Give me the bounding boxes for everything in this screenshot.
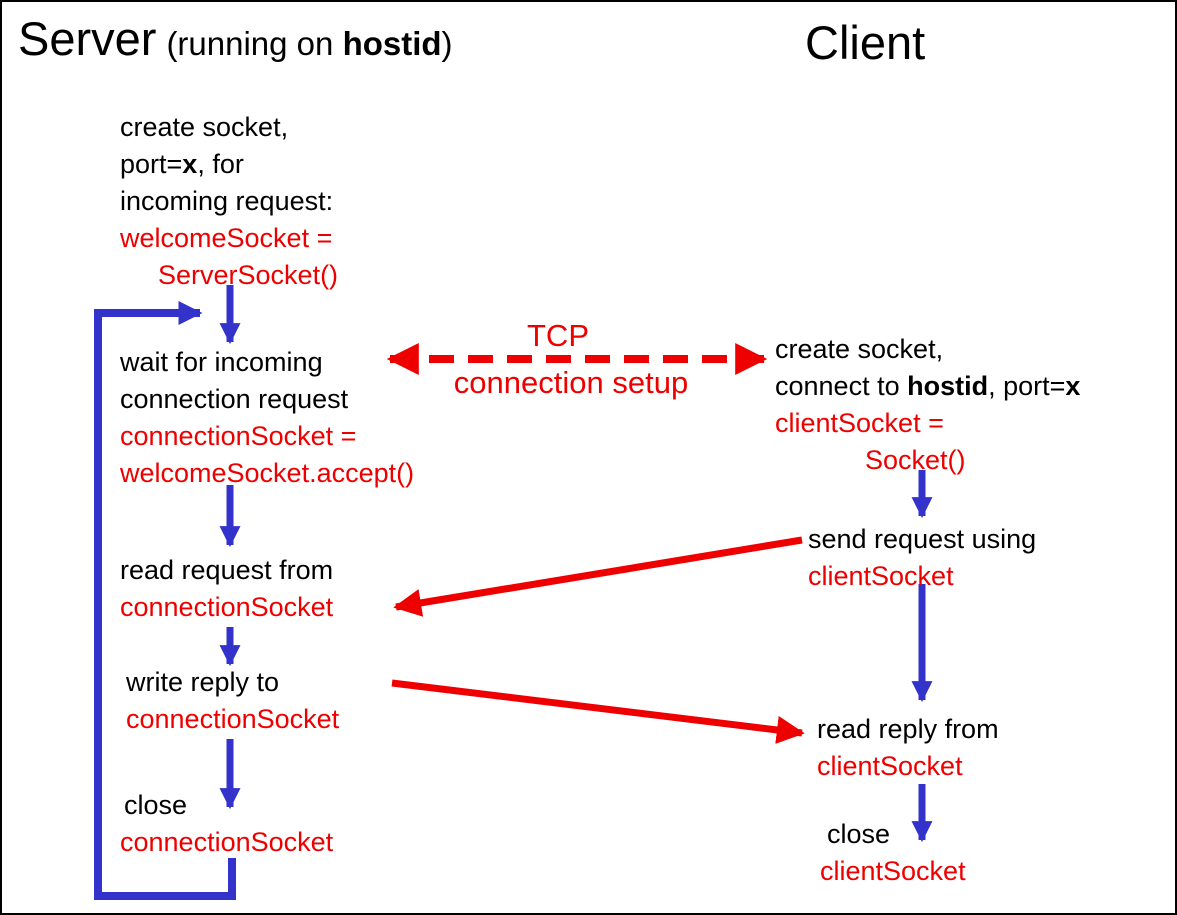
server-title: Server xyxy=(18,12,157,65)
server-create-socket-step: create socket, port=x, for incoming requ… xyxy=(120,109,338,294)
server-subtitle: (running on hostid) xyxy=(166,25,453,62)
text-line: clientSocket xyxy=(820,856,966,886)
text-line: read reply from xyxy=(817,714,999,744)
request-arrow xyxy=(393,536,803,617)
tcp-sublabel: connection setup xyxy=(453,365,689,400)
client-title: Client xyxy=(805,16,926,69)
text-line: connectionSocket xyxy=(120,827,334,857)
text-line: clientSocket xyxy=(817,751,963,781)
text-line: connectionSocket = xyxy=(120,421,357,451)
text-line: create socket, xyxy=(120,112,289,142)
tcp-label: TCP xyxy=(527,318,589,353)
text-line: connect to hostid, port=x xyxy=(775,371,1081,401)
server-close-step: close connectionSocket xyxy=(120,787,333,861)
text-line: connectionSocket xyxy=(126,704,340,734)
text-line: close xyxy=(827,819,891,849)
client-read-reply-step: read reply from clientSocket xyxy=(817,711,999,785)
server-header: Server(running on hostid) xyxy=(18,14,453,63)
text-line: wait for incoming xyxy=(120,347,323,377)
text-line: connectionSocket xyxy=(120,592,334,622)
text-line: port=x, for xyxy=(120,149,244,179)
text-line: write reply to xyxy=(126,667,280,697)
text-line: Socket() xyxy=(865,445,966,475)
client-create-socket-step: create socket, connect to hostid, port=x… xyxy=(775,331,1080,479)
text-line: connection request xyxy=(120,384,349,414)
client-send-request-step: send request using clientSocket xyxy=(808,521,1036,595)
server-write-reply-step: write reply to connectionSocket xyxy=(126,664,339,738)
text-line: close xyxy=(124,790,188,820)
server-wait-connection-step: wait for incoming connection request con… xyxy=(120,344,414,492)
text-line: welcomeSocket.accept() xyxy=(120,458,415,488)
text-line: welcomeSocket = xyxy=(120,223,333,253)
text-line: clientSocket = xyxy=(775,408,944,438)
text-line: read request from xyxy=(120,555,334,585)
text-line: incoming request: xyxy=(120,186,334,216)
text-line: send request using xyxy=(808,524,1037,554)
text-line: create socket, xyxy=(775,334,944,364)
client-close-step: close clientSocket xyxy=(820,816,966,890)
text-line: clientSocket xyxy=(808,561,954,591)
reply-arrow xyxy=(391,679,805,744)
text-line: ServerSocket() xyxy=(158,260,339,290)
server-read-request-step: read request from connectionSocket xyxy=(120,552,333,626)
